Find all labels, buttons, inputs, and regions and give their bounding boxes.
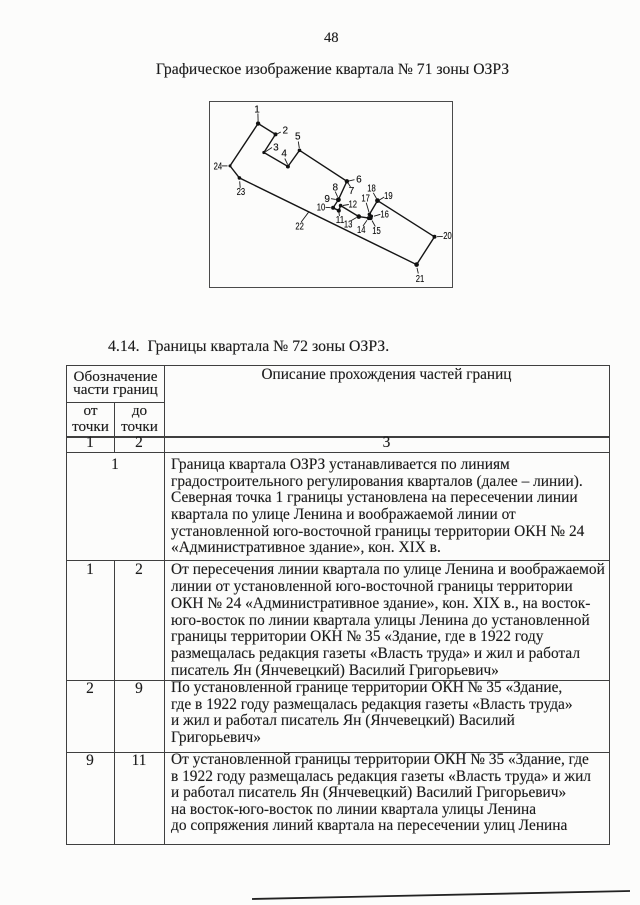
- svg-text:1: 1: [254, 105, 260, 116]
- svg-text:8: 8: [333, 183, 339, 194]
- svg-text:24: 24: [214, 161, 223, 172]
- svg-text:6: 6: [356, 175, 362, 186]
- svg-text:15: 15: [372, 226, 381, 237]
- svg-text:3: 3: [273, 142, 279, 153]
- svg-text:9: 9: [324, 194, 330, 205]
- svg-text:19: 19: [384, 191, 393, 202]
- svg-text:12: 12: [349, 200, 358, 211]
- svg-text:17: 17: [361, 194, 370, 205]
- svg-text:21: 21: [416, 274, 425, 285]
- svg-text:23: 23: [237, 187, 246, 198]
- svg-text:5: 5: [295, 132, 301, 143]
- svg-text:13: 13: [344, 220, 353, 231]
- svg-text:7: 7: [349, 186, 355, 197]
- svg-text:10: 10: [317, 203, 326, 214]
- svg-text:14: 14: [357, 225, 366, 236]
- svg-text:18: 18: [367, 184, 376, 195]
- svg-text:4: 4: [281, 149, 287, 160]
- svg-text:11: 11: [336, 215, 345, 226]
- svg-text:16: 16: [380, 210, 389, 221]
- svg-text:22: 22: [295, 221, 304, 232]
- svg-text:20: 20: [443, 231, 452, 242]
- svg-text:2: 2: [283, 126, 289, 137]
